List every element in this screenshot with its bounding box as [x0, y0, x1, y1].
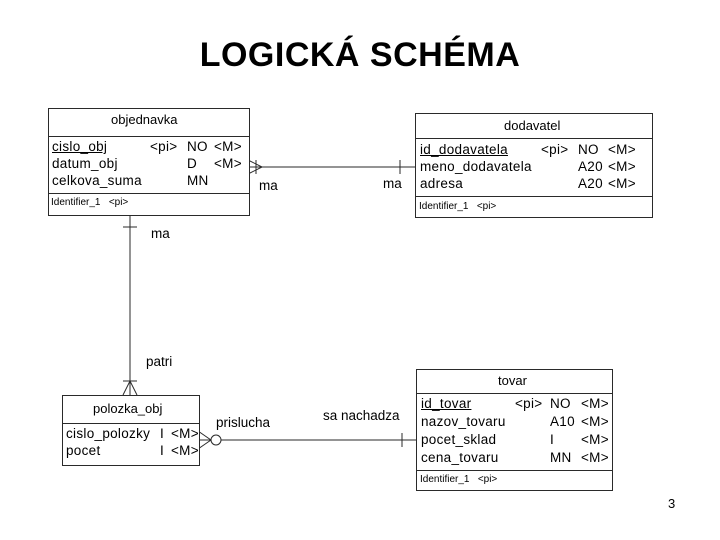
role-label-objednavka-ma: ma — [259, 178, 278, 193]
attribute-type: I — [550, 432, 555, 447]
attribute-type: NO — [550, 396, 571, 411]
entity-identifier: Identifier_1 <pi> — [419, 201, 497, 212]
entity-divider — [49, 136, 249, 137]
attribute-type: NO — [187, 139, 208, 154]
entity-divider — [417, 470, 612, 471]
attribute-type: D — [187, 156, 198, 171]
attribute-type: I — [160, 443, 165, 458]
role-label-prislucha: prislucha — [216, 415, 271, 430]
attribute-type: A10 — [550, 414, 575, 429]
entity-divider — [416, 196, 652, 197]
attribute-type: A20 — [578, 176, 603, 191]
attribute-req: <M> — [608, 142, 636, 157]
attribute-name: datum_obj — [52, 156, 118, 171]
attribute-name: pocet_sklad — [421, 432, 497, 447]
attribute-req: <M> — [214, 156, 242, 171]
entity-name: dodavatel — [504, 118, 561, 133]
attribute-type: MN — [550, 450, 572, 465]
page-number: 3 — [668, 496, 676, 511]
role-label-objednavka-polozka-ma: ma — [151, 226, 170, 241]
attribute-req: <M> — [171, 443, 199, 458]
attribute-type: A20 — [578, 159, 603, 174]
entity-identifier: Identifier_1 <pi> — [51, 197, 129, 208]
entity-polozka-obj[interactable]: polozka_obj cislo_polozky I <M> pocet I … — [62, 395, 200, 466]
attribute-type: NO — [578, 142, 599, 157]
attribute-req: <M> — [581, 450, 609, 465]
attribute-req: <M> — [214, 139, 242, 154]
relationship-objednavka-dodavatel — [247, 159, 415, 175]
role-label-polozka-patri: patri — [146, 354, 173, 369]
attribute-name: cena_tovaru — [421, 450, 499, 465]
entity-dodavatel[interactable]: dodavatel id_dodavatela <pi> NO <M> meno… — [415, 113, 653, 218]
attribute-spec: <pi> — [515, 396, 543, 411]
attribute-req: <M> — [581, 414, 609, 429]
attribute-req: <M> — [581, 396, 609, 411]
entity-name: tovar — [498, 373, 527, 388]
attribute-type: MN — [187, 173, 209, 188]
attribute-name: cislo_obj — [52, 139, 108, 154]
role-label-dodavatel-ma: ma — [383, 176, 402, 191]
entity-name: objednavka — [111, 112, 178, 127]
entity-tovar[interactable]: tovar id_tovar <pi> NO <M> nazov_tovaru … — [416, 369, 613, 491]
attribute-name: pocet — [66, 443, 101, 458]
attribute-req: <M> — [581, 432, 609, 447]
attribute-name: cislo_polozky — [66, 426, 151, 441]
attribute-req: <M> — [608, 176, 636, 191]
entity-divider — [417, 393, 612, 394]
page-title: LOGICKÁ SCHÉMA — [199, 36, 521, 74]
attribute-name: nazov_tovaru — [421, 414, 506, 429]
attribute-name: id_tovar — [421, 396, 472, 411]
attribute-name: adresa — [420, 176, 464, 191]
attribute-name: id_dodavatela — [420, 142, 508, 157]
attribute-req: <M> — [171, 426, 199, 441]
attribute-type: I — [160, 426, 165, 441]
attribute-name: meno_dodavatela — [420, 159, 532, 174]
relationship-objednavka-polozka — [122, 215, 138, 396]
attribute-spec: <pi> — [150, 139, 178, 154]
entity-divider — [416, 138, 652, 139]
entity-identifier: Identifier_1 <pi> — [420, 474, 498, 485]
entity-objednavka[interactable]: objednavka cislo_obj <pi> NO <M> datum_o… — [48, 108, 250, 216]
attribute-req: <M> — [608, 159, 636, 174]
entity-name: polozka_obj — [93, 401, 163, 416]
entity-divider — [49, 193, 249, 194]
attribute-spec: <pi> — [541, 142, 569, 157]
relationship-polozka-tovar — [197, 430, 416, 450]
role-label-sa-nachadza: sa nachadza — [323, 408, 400, 423]
entity-divider — [63, 423, 199, 424]
attribute-name: celkova_suma — [52, 173, 142, 188]
